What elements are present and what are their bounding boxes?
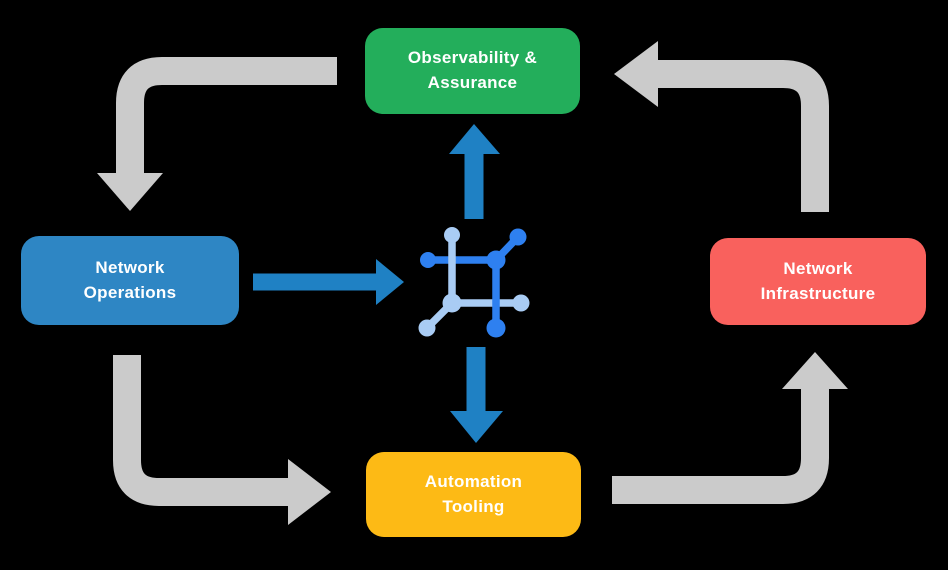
arrow-automation-to-infrastructure <box>612 352 848 504</box>
node-label-line1: Automation <box>424 471 523 491</box>
mesh-lines <box>423 231 525 332</box>
node-label-line2: Operations <box>83 282 177 302</box>
node-label-line1: Observability & <box>407 48 538 68</box>
node-label-line2: Assurance <box>427 73 518 92</box>
network-mesh-icon <box>418 227 530 338</box>
arrow-operations-to-automation <box>113 355 331 525</box>
arrow-operations-to-center <box>253 259 404 305</box>
node-observability-assurance: Observability & Assurance <box>365 28 580 114</box>
node-label-line2: Infrastructure <box>760 283 876 303</box>
node-automation-tooling: Automation Tooling <box>366 452 581 537</box>
arrow-center-to-observability <box>449 124 500 219</box>
node-label-line2: Tooling <box>442 496 505 516</box>
node-network-infrastructure: Network Infrastructure <box>710 238 926 325</box>
node-network-operations: Network Operations <box>21 236 239 325</box>
arrow-observability-to-operations <box>97 57 337 211</box>
arrow-center-to-automation <box>450 347 503 443</box>
node-label-line1: Network <box>95 257 165 277</box>
mesh-nodes <box>418 227 530 338</box>
node-label-line1: Network <box>783 258 853 278</box>
arrow-infrastructure-to-observability <box>614 41 829 212</box>
